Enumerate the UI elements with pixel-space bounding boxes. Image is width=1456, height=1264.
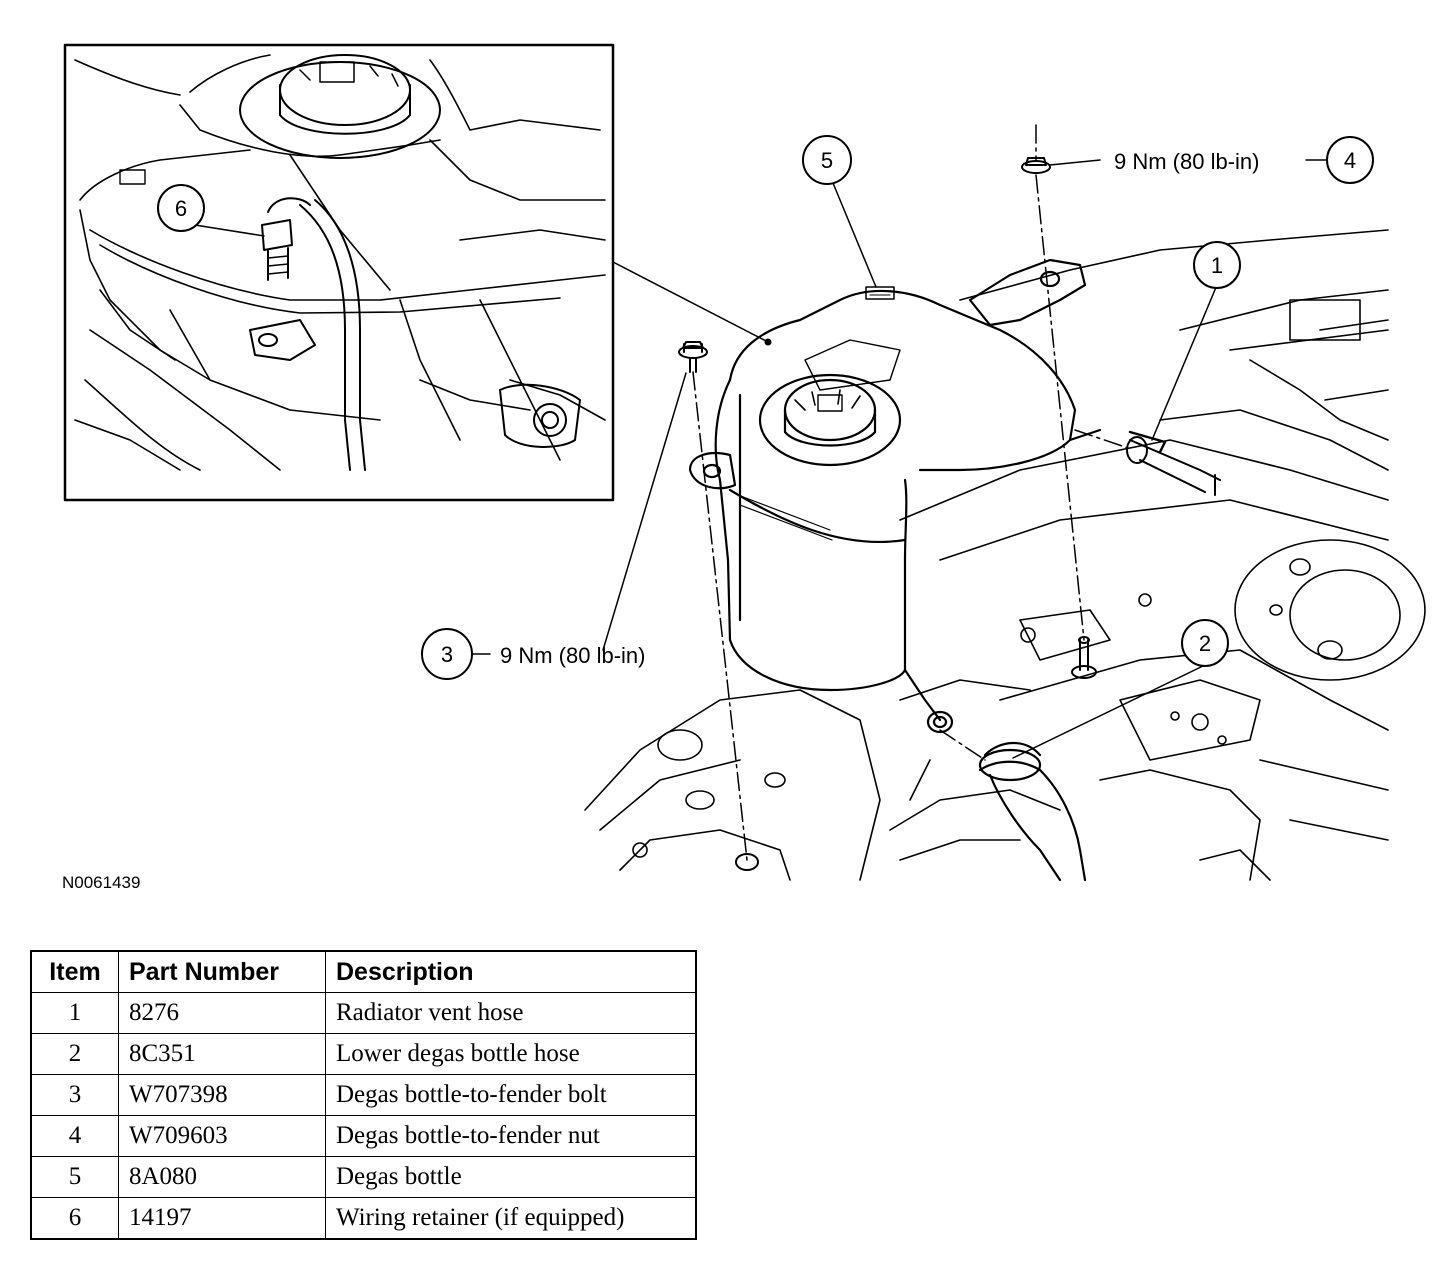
callout-leaders <box>194 159 1329 759</box>
cell-item: 1 <box>30 992 119 1034</box>
cell-description: Degas bottle <box>325 1156 697 1198</box>
cell-part-number: 8276 <box>118 992 326 1034</box>
header-part-number: Part Number <box>118 950 326 993</box>
table-row: 3 W707398 Degas bottle-to-fender bolt <box>30 1074 697 1116</box>
torque-spec-3: 9 Nm (80 lb-in) <box>500 643 645 668</box>
cell-description: Radiator vent hose <box>325 992 697 1034</box>
cell-description: Degas bottle-to-fender nut <box>325 1115 697 1157</box>
cell-item: 2 <box>30 1033 119 1075</box>
cell-part-number: 8C351 <box>118 1033 326 1075</box>
table-row: 4 W709603 Degas bottle-to-fender nut <box>30 1115 697 1157</box>
degas-bottle <box>688 258 1102 734</box>
svg-text:4: 4 <box>1344 148 1356 173</box>
bolt-item-3 <box>678 341 708 373</box>
svg-text:1: 1 <box>1211 253 1223 278</box>
table-header-row: Item Part Number Description <box>30 950 697 993</box>
figure-id: N0061439 <box>62 873 141 892</box>
lower-degas-bottle-hose <box>978 741 1087 882</box>
cell-part-number: W707398 <box>118 1074 326 1116</box>
svg-text:2: 2 <box>1199 631 1211 656</box>
table-row: 6 14197 Wiring retainer (if equipped) <box>30 1197 697 1240</box>
radiator-vent-hose <box>1126 430 1221 496</box>
cell-part-number: 8A080 <box>118 1156 326 1198</box>
cell-description: Lower degas bottle hose <box>325 1033 697 1075</box>
cell-item: 4 <box>30 1115 119 1157</box>
assembly-lines <box>692 124 1129 861</box>
svg-text:6: 6 <box>175 196 187 221</box>
cell-part-number: W709603 <box>118 1115 326 1157</box>
header-description: Description <box>325 950 697 993</box>
inset-leader-line <box>612 261 769 343</box>
nut-item-4 <box>1021 157 1051 174</box>
torque-spec-4: 9 Nm (80 lb-in) <box>1114 149 1259 174</box>
callout-3: 3 9 Nm (80 lb-in) <box>421 628 645 680</box>
degas-bottle-illustration: 1 2 3 9 Nm (80 lb-in) 4 9 Nm (80 lb-in) … <box>63 43 1426 882</box>
stud <box>1071 636 1097 679</box>
callout-5: 5 <box>802 135 852 185</box>
inset-detail <box>63 43 615 502</box>
cell-description: Wiring retainer (if equipped) <box>325 1197 697 1240</box>
callout-1: 1 <box>1193 241 1241 289</box>
callout-4: 4 9 Nm (80 lb-in) <box>1114 136 1374 184</box>
cell-part-number: 14197 <box>118 1197 326 1240</box>
table-row: 2 8C351 Lower degas bottle hose <box>30 1033 697 1075</box>
cell-item: 3 <box>30 1074 119 1116</box>
engine-bay-structure <box>584 229 1426 881</box>
svg-text:5: 5 <box>821 148 833 173</box>
cell-item: 6 <box>30 1197 119 1240</box>
cell-description: Degas bottle-to-fender bolt <box>325 1074 697 1116</box>
table-row: 5 8A080 Degas bottle <box>30 1156 697 1198</box>
table-row: 1 8276 Radiator vent hose <box>30 992 697 1034</box>
wiring-retainer <box>261 197 366 471</box>
svg-text:3: 3 <box>441 642 453 667</box>
callout-2: 2 <box>1181 619 1229 667</box>
callout-6: 6 <box>157 184 205 232</box>
cell-item: 5 <box>30 1156 119 1198</box>
parts-table: Item Part Number Description 1 8276 Radi… <box>30 950 697 1240</box>
inset-leader-dot <box>764 338 772 346</box>
header-item: Item <box>30 950 119 993</box>
